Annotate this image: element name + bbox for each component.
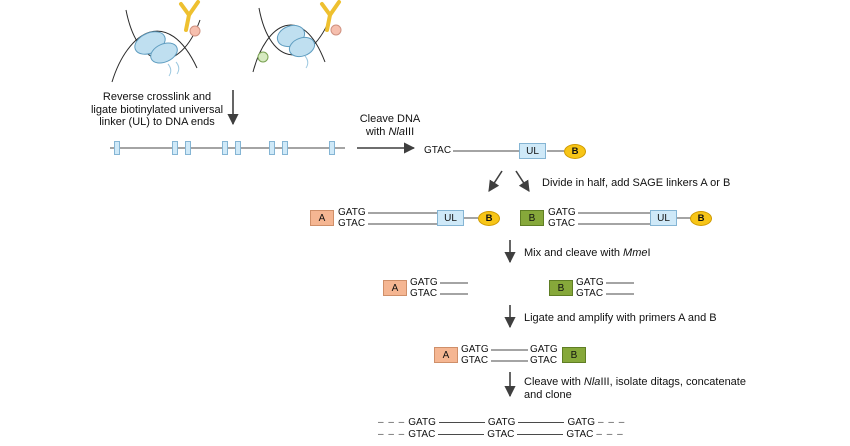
antibody-stem [325, 13, 332, 32]
antibody-stem [184, 13, 191, 32]
ul-linker-mark [235, 141, 241, 155]
step-final-label: Cleave with NlaIII, isolate ditags, conc… [524, 376, 746, 401]
protein-blob [150, 42, 178, 64]
sticky-end-labels: GATG GTAC [530, 344, 558, 366]
sage-linker-b-box: B [520, 210, 544, 226]
sticky-end-labels: GATG GTAC [338, 207, 366, 229]
linker-squiggle [304, 55, 309, 69]
connector-line [518, 422, 565, 423]
linker-squiggle [167, 61, 180, 77]
connector-line [438, 434, 485, 435]
pink-tag-icon [189, 25, 201, 37]
step-cleave-nlaiii-label: Cleave DNA with NlaIII [359, 113, 421, 138]
ul-linker-mark [114, 141, 120, 155]
universal-linker-box: UL [519, 143, 546, 159]
protein-blob [288, 36, 316, 58]
ul-linker-mark [282, 141, 288, 155]
step-reverse-crosslink-label: Reverse crosslink and ligate biotinylate… [90, 91, 224, 128]
antibody-icon [320, 0, 341, 17]
sage-linker-a-box: A [310, 210, 334, 226]
concatemer-top-strand: – – – GATG GATG GATG – – – [378, 417, 626, 428]
antibody-icon [179, 0, 200, 17]
ul-linker-mark [172, 141, 178, 155]
step-mix-mmei-label: Mix and cleave with MmeI [524, 247, 651, 259]
flow-arrows [227, 90, 530, 398]
biotin-tag: B [564, 144, 586, 159]
ul-linker-mark [185, 141, 191, 155]
sage-linker-a-box: A [383, 280, 407, 296]
connector-line [517, 434, 564, 435]
sticky-end-labels: GATG GTAC [548, 207, 576, 229]
biotin-tag: B [690, 211, 712, 226]
chromatin-complex-2 [252, 0, 342, 73]
universal-linker-box: UL [650, 210, 677, 226]
connector-line [438, 422, 485, 423]
sticky-end-labels: GATG GTAC [461, 344, 489, 366]
sticky-end-labels: GATG GTAC [410, 277, 438, 299]
overhang-gtac-label: GTAC [424, 145, 452, 156]
ul-linker-mark [269, 141, 275, 155]
concatemer-bottom-strand: – – – GTAC GTAC GTAC – – – [378, 429, 624, 440]
arrow-divide-left [488, 170, 503, 192]
green-tag-icon [257, 51, 269, 63]
sage-linker-a-box: A [434, 347, 458, 363]
ul-linker-mark [222, 141, 228, 155]
universal-linker-box: UL [437, 210, 464, 226]
enzyme-name: Mme [623, 247, 648, 259]
step-divide-label: Divide in half, add SAGE linkers A or B [542, 177, 731, 189]
sticky-end-labels: GATG GTAC [576, 277, 604, 299]
arrow-divide-right [515, 170, 530, 192]
biotin-tag: B [478, 211, 500, 226]
step-ligate-label: Ligate and amplify with primers A and B [524, 312, 717, 324]
enzyme-name: Nla [388, 125, 405, 138]
chromatin-complex-1 [111, 0, 201, 83]
pink-tag-icon [330, 24, 342, 36]
sage-linker-b-box: B [562, 347, 586, 363]
enzyme-name: Nla [583, 376, 601, 388]
ul-linker-mark [329, 141, 335, 155]
sage-linker-b-box: B [549, 280, 573, 296]
